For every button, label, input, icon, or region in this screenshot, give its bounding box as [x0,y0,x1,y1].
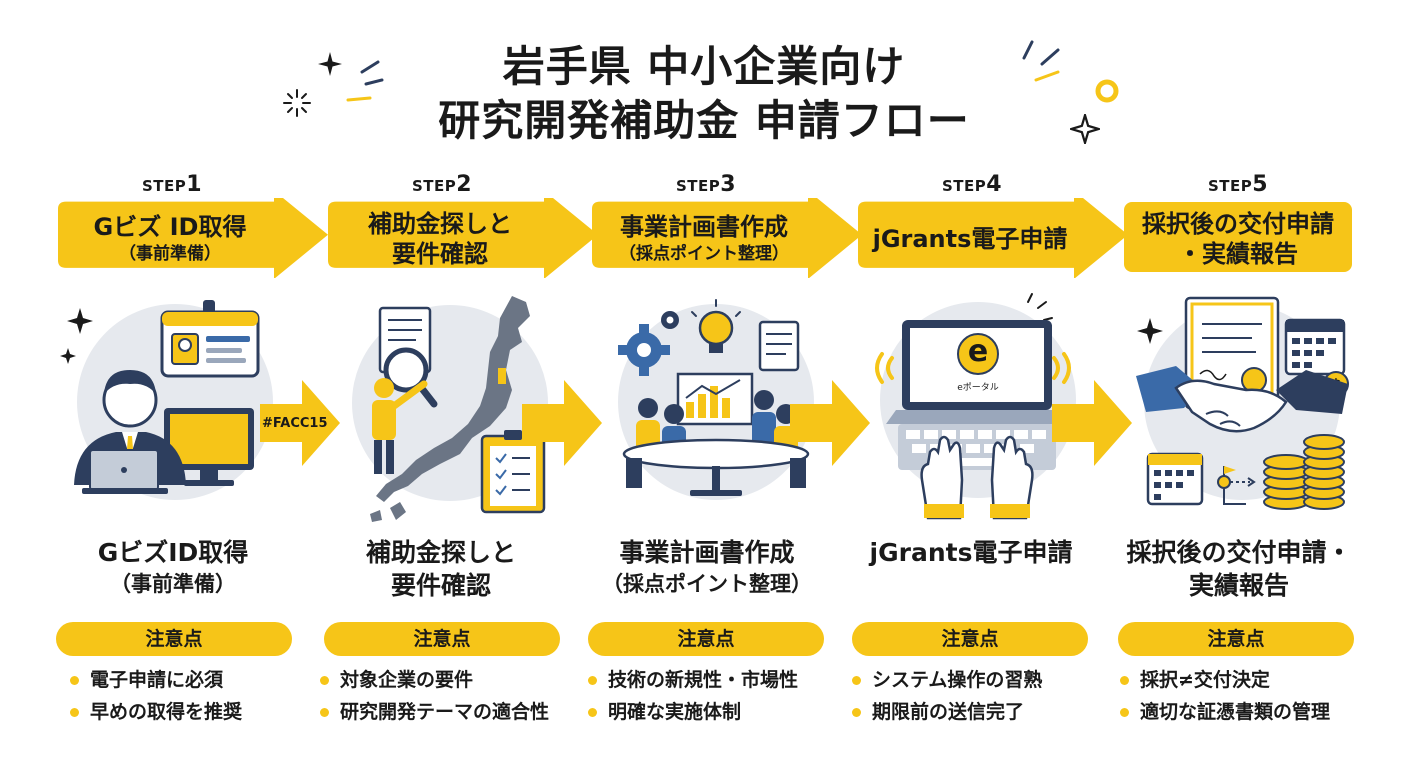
step-word: STEP [411,177,457,195]
step-2-label: STEP2 [322,172,562,197]
title-line-1: 岩手県 中小企業向け [502,42,906,91]
step-1-title: GビズID取得 [97,538,249,567]
step-5-banner-sub: ・実績報告 [1178,240,1298,268]
step-4-label: STEP4 [852,172,1092,197]
step-3-title: 事業計画書作成 [619,538,795,567]
step-4-banner-main: jGrants電子申請 [872,225,1068,253]
step-3-notice-pill: 注意点 [588,622,824,656]
step-1-caption: GビズID取得 （事前準備） [48,536,298,599]
step-3-label: STEP3 [586,172,826,197]
step-number: 5 [1252,172,1269,197]
step-1-subtitle: （事前準備） [110,572,236,596]
step-5-notice-list: 採択≠交付決定 適切な証憑書類の管理 [1120,664,1330,728]
title-line-2: 研究開発補助金 申請フロー [438,96,970,145]
step-1-banner: STEP1 Gビズ ID取得 （事前準備） [52,168,332,278]
step-5-notice-pill: 注意点 [1118,622,1354,656]
step-number: 3 [720,172,737,197]
laptop-icon: e eポータル [868,290,1088,520]
step-2-subtitle: 要件確認 [390,571,491,600]
list-item: 採択≠交付決定 [1120,664,1330,696]
step-4-caption: jGrants電子申請 [846,536,1096,569]
step-word: STEP [1207,177,1253,195]
dash-lines-icon [1022,40,1060,82]
flow-arrow-1 [260,380,340,466]
step-5-banner-main: 採択後の交付申請 [1142,210,1334,238]
step-5-caption: 採択後の交付申請・ 実績報告 [1114,536,1364,602]
step-5-label: STEP5 [1120,172,1356,197]
ring-icon [1095,79,1119,103]
burst-lines-icon [283,89,311,117]
step-1-banner-main: Gビズ ID取得 [93,213,247,241]
step-5-box-shape [1124,202,1352,272]
step-4-title: jGrants電子申請 [869,538,1073,567]
step-1-arrow-shape [58,198,328,278]
step-3-notice-list: 技術の新規性・市場性 明確な実施体制 [588,664,798,728]
step-5-title: 採択後の交付申請・ [1126,538,1352,567]
step-3-banner: STEP3 事業計画書作成 （採点ポイント整理） [586,168,866,278]
step-2-banner: STEP2 補助金探しと 要件確認 [322,168,602,278]
flow-arrow-4 [1052,380,1132,466]
step-2-notice-list: 対象企業の要件 研究開発テーマの適合性 [320,664,549,728]
step-2-arrow-shape [328,198,598,278]
list-item: 対象企業の要件 [320,664,549,696]
step-1-notice-list: 電子申請に必須 早めの取得を推奨 [70,664,242,728]
step-word: STEP [141,177,187,195]
meeting-icon [618,299,814,500]
step-1-label: STEP1 [52,172,292,197]
sparkle-icon [318,52,342,76]
step-4-banner: STEP4 jGrants電子申請 [852,168,1132,278]
step-2-banner-main: 補助金探しと [368,210,512,238]
step-number: 4 [986,172,1003,197]
step-4-notice-pill: 注意点 [852,622,1088,656]
list-item: システム操作の習熟 [852,664,1042,696]
step-number: 2 [456,172,473,197]
magnifier-map-icon [352,296,548,522]
step-3-banner-main: 事業計画書作成 [620,213,788,241]
list-item: 技術の新規性・市場性 [588,664,798,696]
screen-portal-label: eポータル [957,383,999,393]
step-word: STEP [675,177,721,195]
dash-lines-icon [346,60,384,102]
list-item: 電子申請に必須 [70,664,242,696]
step-5-subtitle: 実績報告 [1188,571,1289,600]
step-5-banner: STEP5 採択後の交付申請 ・実績報告 [1120,168,1356,278]
step-2-banner-sub: 要件確認 [392,240,488,268]
list-item: 適切な証憑書類の管理 [1120,696,1330,728]
step-word: STEP [941,177,987,195]
step-1-banner-sub: （事前準備） [119,244,221,264]
arrow-color-tag: #FACC15 [262,416,328,431]
list-item: 期限前の送信完了 [852,696,1042,728]
step-number: 1 [186,172,203,197]
step-2-notice-pill: 注意点 [324,622,560,656]
sparkle-icon [1070,114,1100,144]
step-4-notice-list: システム操作の習熟 期限前の送信完了 [852,664,1042,728]
step-3-caption: 事業計画書作成 （採点ポイント整理） [582,536,832,599]
list-item: 研究開発テーマの適合性 [320,696,549,728]
step-2-title: 補助金探しと [365,538,516,567]
step-1-notice-pill: 注意点 [56,622,292,656]
step-3-banner-sub: （採点ポイント整理） [619,244,789,264]
handshake-icon: $ [1136,296,1349,510]
flow-arrow-3 [790,380,870,466]
step-4-arrow-shape [858,198,1128,278]
flow-arrow-2 [522,380,602,466]
id-card-icon [60,300,273,500]
screen-e-logo: e [967,334,989,369]
page-title: 岩手県 中小企業向け 研究開発補助金 申請フロー [0,40,1408,148]
step-3-arrow-shape [592,198,862,278]
list-item: 早めの取得を推奨 [70,696,242,728]
list-item: 明確な実施体制 [588,696,798,728]
step-3-subtitle: （採点ポイント整理） [602,572,812,596]
step-2-caption: 補助金探しと 要件確認 [316,536,566,602]
